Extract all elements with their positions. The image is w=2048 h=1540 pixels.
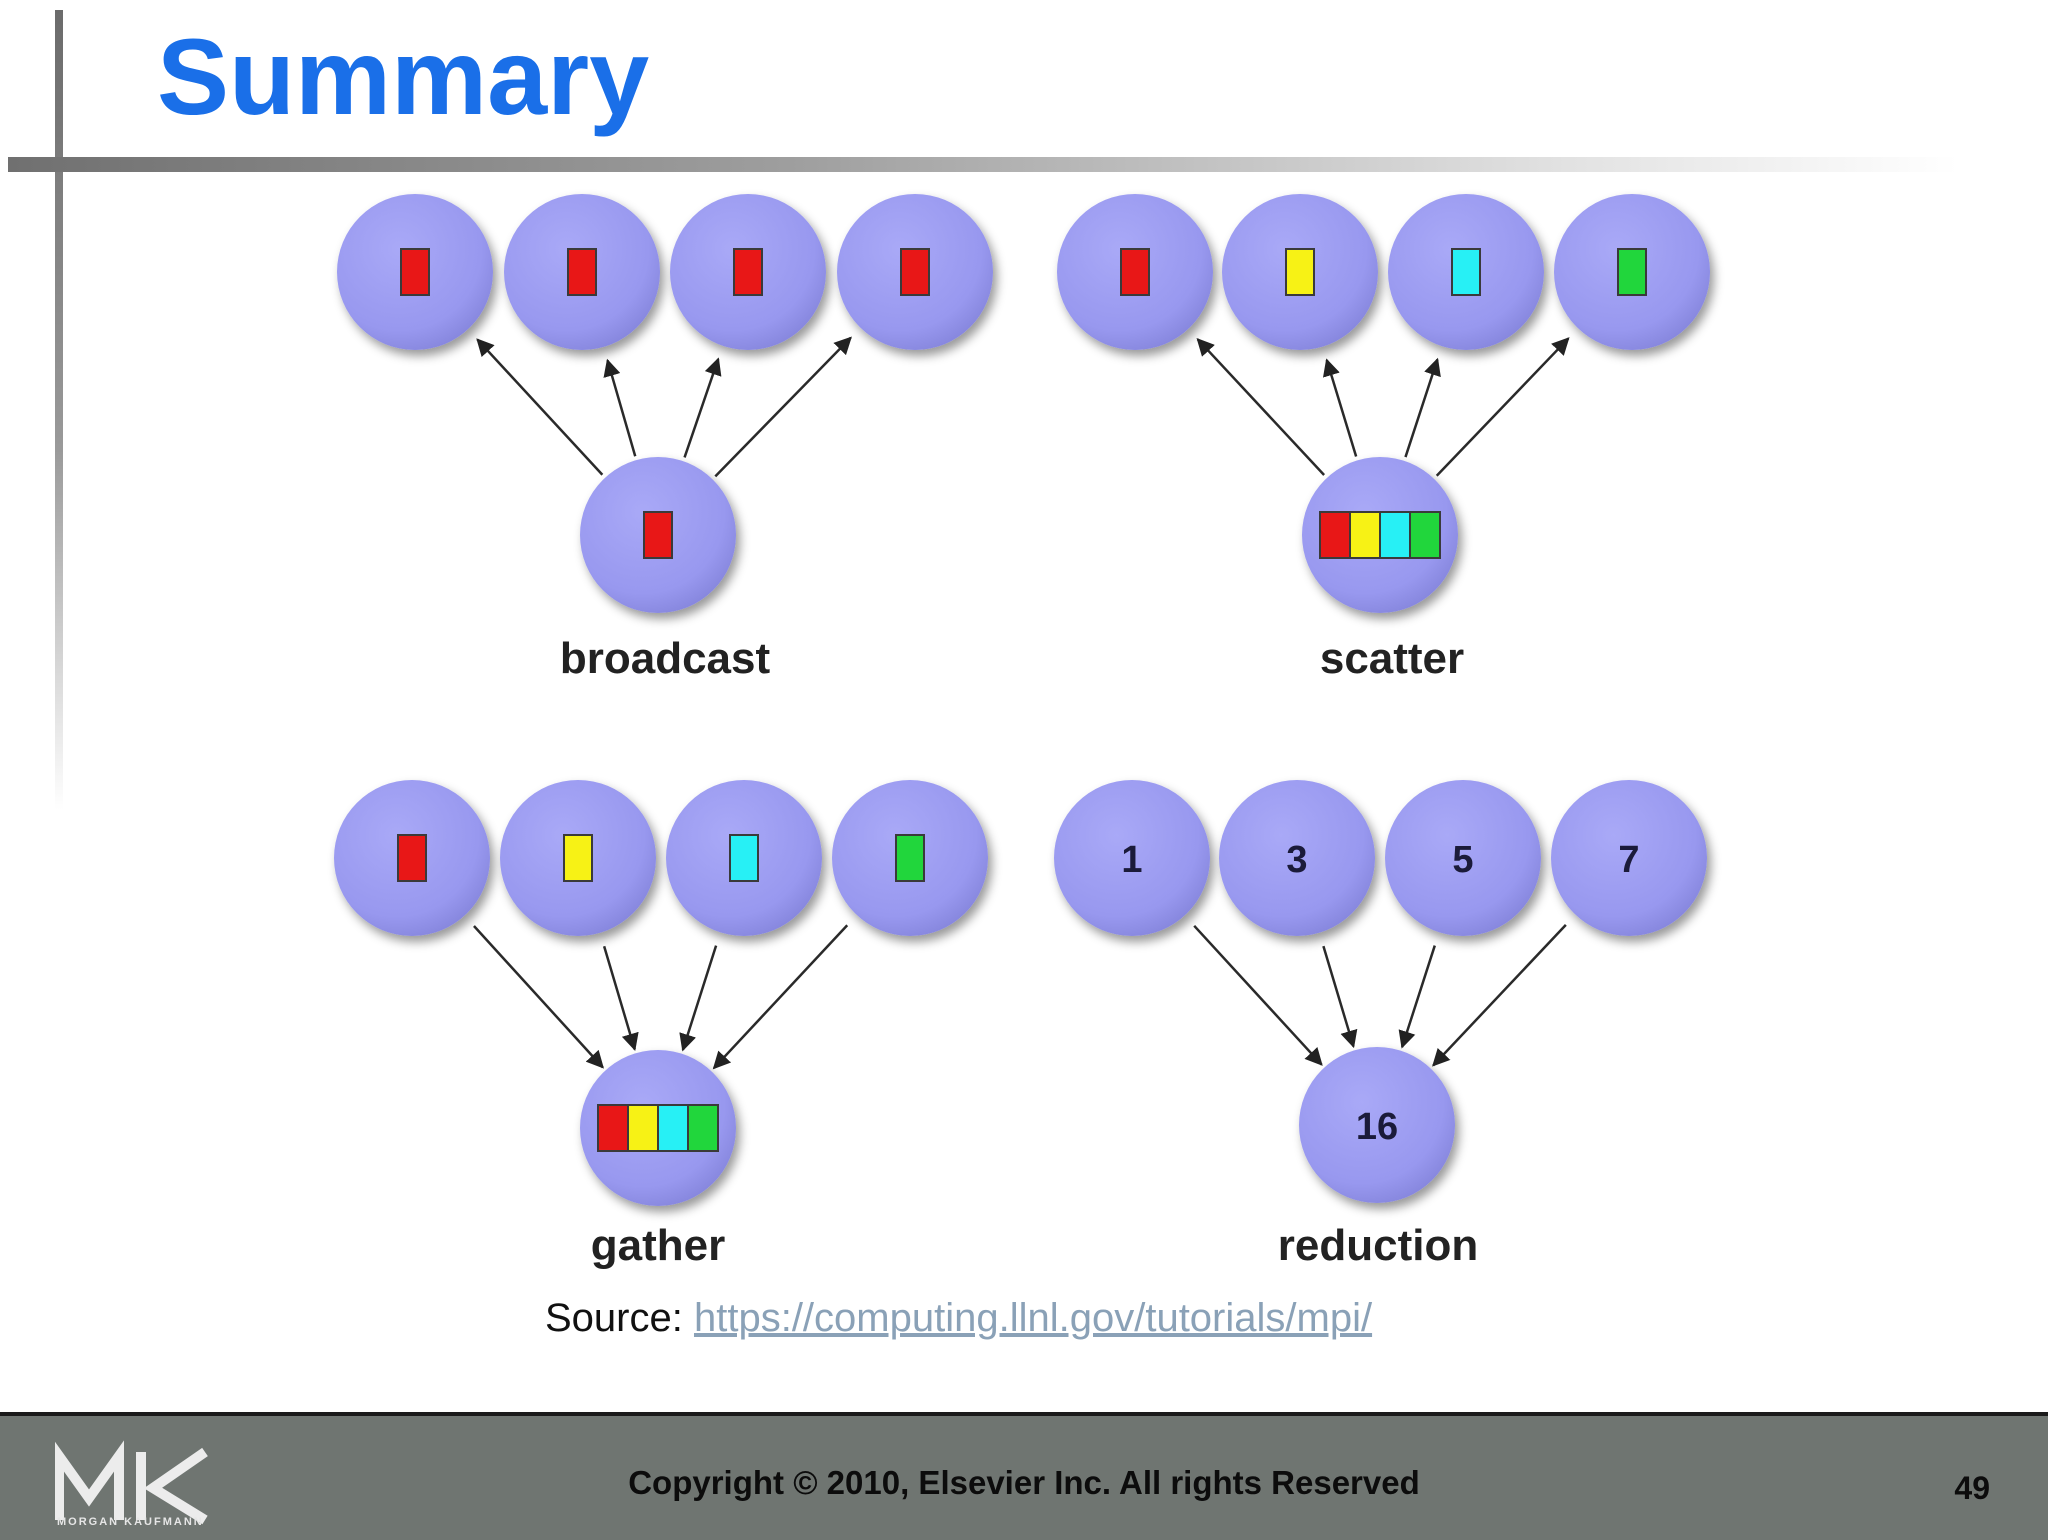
mk-logo xyxy=(55,1440,208,1525)
yellow-data-block xyxy=(1349,511,1381,559)
process-node xyxy=(1222,194,1378,350)
cyan-data-block xyxy=(657,1104,689,1152)
process-node xyxy=(1388,194,1544,350)
gather-label: gather xyxy=(591,1221,725,1270)
process-node xyxy=(337,194,493,350)
red-data-block xyxy=(1120,248,1150,296)
cyan-data-block xyxy=(729,834,759,882)
red-data-block xyxy=(397,834,427,882)
reduction-label: reduction xyxy=(1278,1221,1478,1270)
process-node xyxy=(500,780,656,936)
arrow xyxy=(714,336,852,478)
arrow xyxy=(683,357,722,458)
source-link[interactable]: https://computing.llnl.gov/tutorials/mpi… xyxy=(693,1296,1373,1340)
red-data-block xyxy=(1319,511,1351,559)
process-node xyxy=(666,780,822,936)
red-data-block xyxy=(567,248,597,296)
root-node: 16 xyxy=(1299,1047,1455,1203)
process-node xyxy=(670,194,826,350)
copyright-text: Copyright © 2010, Elsevier Inc. All righ… xyxy=(628,1464,1420,1501)
scatter-diagram: scatter xyxy=(1057,194,1710,683)
process-node xyxy=(837,194,993,350)
title-horizontal-rule xyxy=(8,157,1958,172)
process-node xyxy=(832,780,988,936)
node-value: 5 xyxy=(1452,839,1473,881)
arrow xyxy=(1322,945,1358,1049)
red-data-block xyxy=(643,511,673,559)
green-data-block xyxy=(687,1104,719,1152)
process-node: 3 xyxy=(1219,780,1375,936)
yellow-data-block xyxy=(627,1104,659,1152)
broadcast-diagram: broadcast xyxy=(337,194,993,683)
arrow xyxy=(476,338,604,476)
source-citation: Source: https://computing.llnl.gov/tutor… xyxy=(545,1296,1372,1341)
node-value: 3 xyxy=(1286,839,1307,881)
arrow xyxy=(1404,357,1441,458)
gather-diagram: gather xyxy=(334,780,988,1270)
arrow xyxy=(712,924,849,1070)
root-node xyxy=(580,457,736,613)
arrow xyxy=(603,358,637,457)
node-circle xyxy=(1219,780,1375,936)
node-circle xyxy=(1299,1047,1455,1203)
scatter-label: scatter xyxy=(1320,634,1464,683)
arrow xyxy=(1432,924,1567,1067)
green-data-block xyxy=(1617,248,1647,296)
slide-title: Summary xyxy=(157,16,650,137)
cyan-data-block xyxy=(1451,248,1481,296)
arrow xyxy=(473,925,604,1069)
red-data-block xyxy=(400,248,430,296)
arrow xyxy=(1435,337,1570,477)
arrow xyxy=(1196,338,1326,476)
node-circle xyxy=(1551,780,1707,936)
source-prefix: Source: xyxy=(545,1296,683,1340)
process-node xyxy=(504,194,660,350)
yellow-data-block xyxy=(563,834,593,882)
red-data-block xyxy=(900,248,930,296)
reduction-diagram: 1 3 5 7 16 reduction xyxy=(1054,780,1707,1270)
page-number: 49 xyxy=(1954,1470,1990,1506)
root-node xyxy=(1302,457,1458,613)
node-value: 1 xyxy=(1121,839,1142,881)
title-vertical-rule xyxy=(55,10,63,810)
arrow xyxy=(1193,924,1323,1066)
yellow-data-block xyxy=(1285,248,1315,296)
root-node xyxy=(580,1050,736,1206)
arrow xyxy=(1322,358,1358,457)
process-node xyxy=(1057,194,1213,350)
red-data-block xyxy=(733,248,763,296)
arrow xyxy=(1398,945,1436,1049)
logo-text: MORGAN KAUFMANN xyxy=(57,1516,204,1528)
process-node xyxy=(1554,194,1710,350)
node-circle xyxy=(1054,780,1210,936)
green-data-block xyxy=(895,834,925,882)
node-value: 7 xyxy=(1618,839,1639,881)
node-circle xyxy=(1385,780,1541,936)
arrow xyxy=(602,945,639,1052)
arrow xyxy=(679,945,718,1052)
process-node: 5 xyxy=(1385,780,1541,936)
footer: MORGAN KAUFMANN Copyright © 2010, Elsevi… xyxy=(0,1412,2048,1540)
green-data-block xyxy=(1409,511,1441,559)
cyan-data-block xyxy=(1379,511,1411,559)
process-node: 1 xyxy=(1054,780,1210,936)
node-value: 16 xyxy=(1356,1106,1398,1148)
process-node xyxy=(334,780,490,936)
red-data-block xyxy=(597,1104,629,1152)
process-node: 7 xyxy=(1551,780,1707,936)
collective-operations-diagram: broadcast scatter gather 1 3 5 7 16 reduction xyxy=(334,194,1710,1270)
broadcast-label: broadcast xyxy=(560,634,771,683)
